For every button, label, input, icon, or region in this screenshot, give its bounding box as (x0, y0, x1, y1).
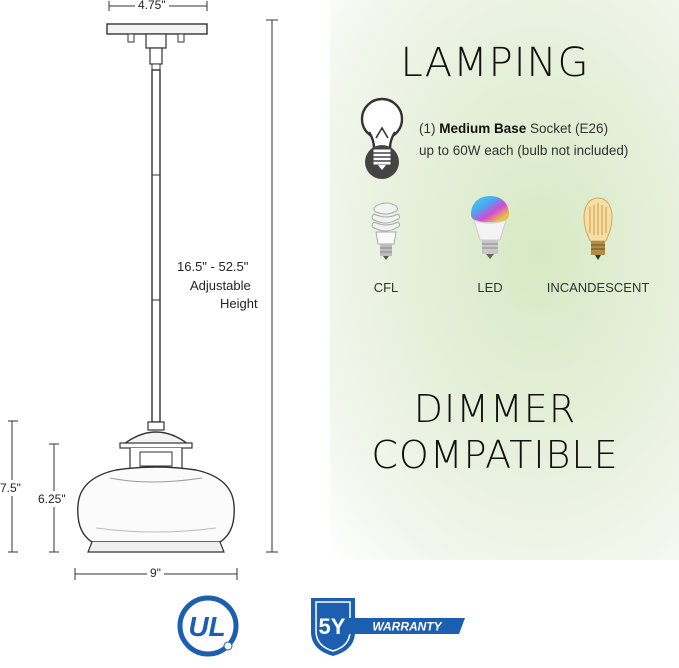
rod-note-line2: Height (220, 296, 258, 311)
shade-width-label: 9" (147, 566, 164, 580)
warranty-badge: 5Y WARRANTY (311, 598, 465, 656)
wattage-line: up to 60W each (bulb not included) (419, 143, 629, 158)
dimmer-line1: DIMMER (413, 387, 577, 431)
warranty-text: WARRANTY (372, 620, 442, 634)
warranty-years: 5Y (319, 614, 346, 639)
socket-bold: Medium Base (439, 121, 527, 136)
bulb-label-led: LED (477, 280, 503, 295)
led-bulb-icon (471, 196, 509, 259)
socket-prefix: (1) (419, 121, 440, 136)
bulb-label-incandescent: INCANDESCENT (546, 280, 650, 295)
lamping-title: LAMPING (400, 40, 590, 86)
rod-note-line1: Adjustable (190, 278, 251, 293)
incandescent-bulb-icon (583, 197, 613, 260)
dimmer-line2: COMPATIBLE (371, 433, 619, 477)
socket-line: (1) Medium Base Socket (E26) (419, 121, 608, 136)
shade-height-label: 6.25" (36, 491, 68, 507)
canopy-width-label: 4.75" (135, 0, 169, 12)
total-height-label: 7.5" (0, 480, 21, 496)
fixture-drawing (8, 1, 278, 580)
rod-height-label: 16.5" - 52.5" (177, 259, 249, 274)
svg-text:UL: UL (188, 611, 225, 642)
cfl-bulb-icon (371, 202, 401, 260)
socket-suffix: Socket (E26) (526, 121, 609, 136)
info-panel (330, 0, 679, 560)
bulb-label-cfl: CFL (373, 280, 399, 295)
ul-logo: UL (177, 595, 239, 657)
socket-bulb-icon (360, 97, 404, 179)
